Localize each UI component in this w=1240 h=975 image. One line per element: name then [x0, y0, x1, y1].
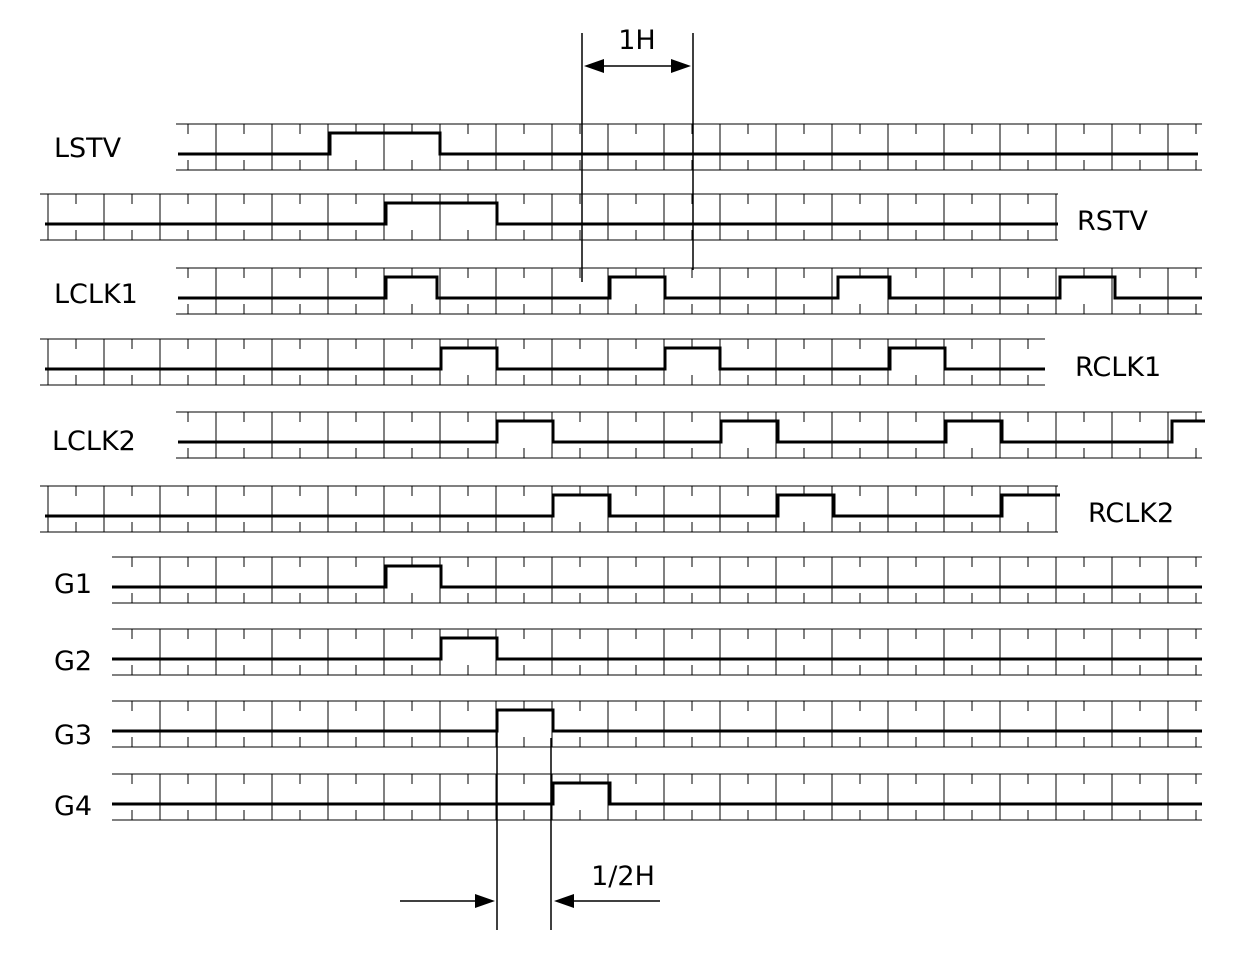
waveform-g3	[112, 710, 1202, 731]
signal-label-rclk1: RCLK1	[1075, 352, 1161, 383]
signal-label-g2: G2	[54, 646, 92, 677]
signal-label-lclk1: LCLK1	[54, 279, 138, 310]
signal-row-lclk1: LCLK1	[54, 268, 1202, 314]
signal-row-rclk1: RCLK1	[40, 339, 1161, 385]
signal-label-g4: G4	[54, 791, 92, 822]
signal-label-rstv: RSTV	[1077, 206, 1148, 237]
half-h-right-arrowhead	[554, 894, 574, 908]
signal-label-lstv: LSTV	[54, 133, 122, 164]
signal-row-g1: G1	[54, 557, 1202, 603]
signal-row-rstv: RSTV	[40, 194, 1148, 240]
waveform-g4	[112, 783, 1202, 804]
one-h-arrowhead-left	[584, 59, 604, 73]
one-h-arrowhead-right	[671, 59, 691, 73]
signal-row-g4: G4	[54, 774, 1202, 822]
signal-label-rclk2: RCLK2	[1088, 498, 1174, 529]
signal-rows: LSTV RSTV LCLK1RCLK1LCLK2RCLK2G1G2G3G4	[40, 124, 1205, 822]
one-h-label: 1H	[618, 25, 655, 56]
signal-label-g1: G1	[54, 569, 92, 600]
signal-row-g3: G3	[54, 701, 1202, 751]
signal-row-lclk2: LCLK2	[52, 412, 1205, 458]
waveform-lclk1	[178, 277, 1202, 298]
waveform-g1	[112, 566, 1202, 587]
waveform-rclk1	[45, 348, 1045, 369]
signal-label-g3: G3	[54, 720, 92, 751]
half-h-left-arrowhead	[475, 894, 495, 908]
signal-label-lclk2: LCLK2	[52, 426, 136, 457]
signal-row-lstv: LSTV	[54, 124, 1202, 170]
waveform-lclk2	[178, 421, 1205, 442]
half-h-label: 1/2H	[591, 861, 655, 892]
waveform-g2	[112, 638, 1202, 659]
signal-row-rclk2: RCLK2	[40, 486, 1174, 532]
waveform-lstv	[178, 133, 1198, 154]
signal-row-g2: G2	[54, 629, 1202, 677]
half-h-annotation: 1/2H	[400, 712, 660, 930]
waveform-rclk2	[45, 495, 1060, 516]
